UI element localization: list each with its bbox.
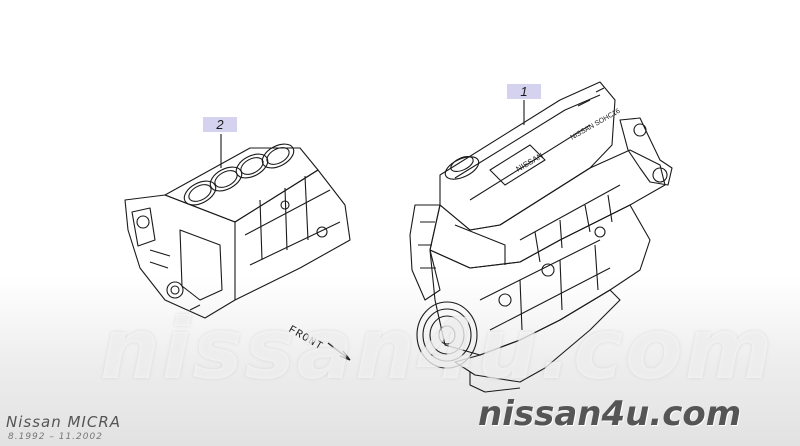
- cylinder-block-drawing: [124, 134, 351, 319]
- model-name: Nissan MICRA: [6, 413, 122, 431]
- front-direction-arrow: [327, 342, 351, 361]
- watermark-large: nissan4u.com: [100, 300, 775, 398]
- watermark-site-name: nissan4u.com: [478, 394, 742, 434]
- callout-cylinder-block[interactable]: 2: [203, 117, 237, 132]
- engine-assembly-drawing: [409, 81, 673, 393]
- callout-engine-assembly[interactable]: 1: [507, 84, 541, 99]
- model-years: 8.1992 – 11.2002: [8, 432, 103, 442]
